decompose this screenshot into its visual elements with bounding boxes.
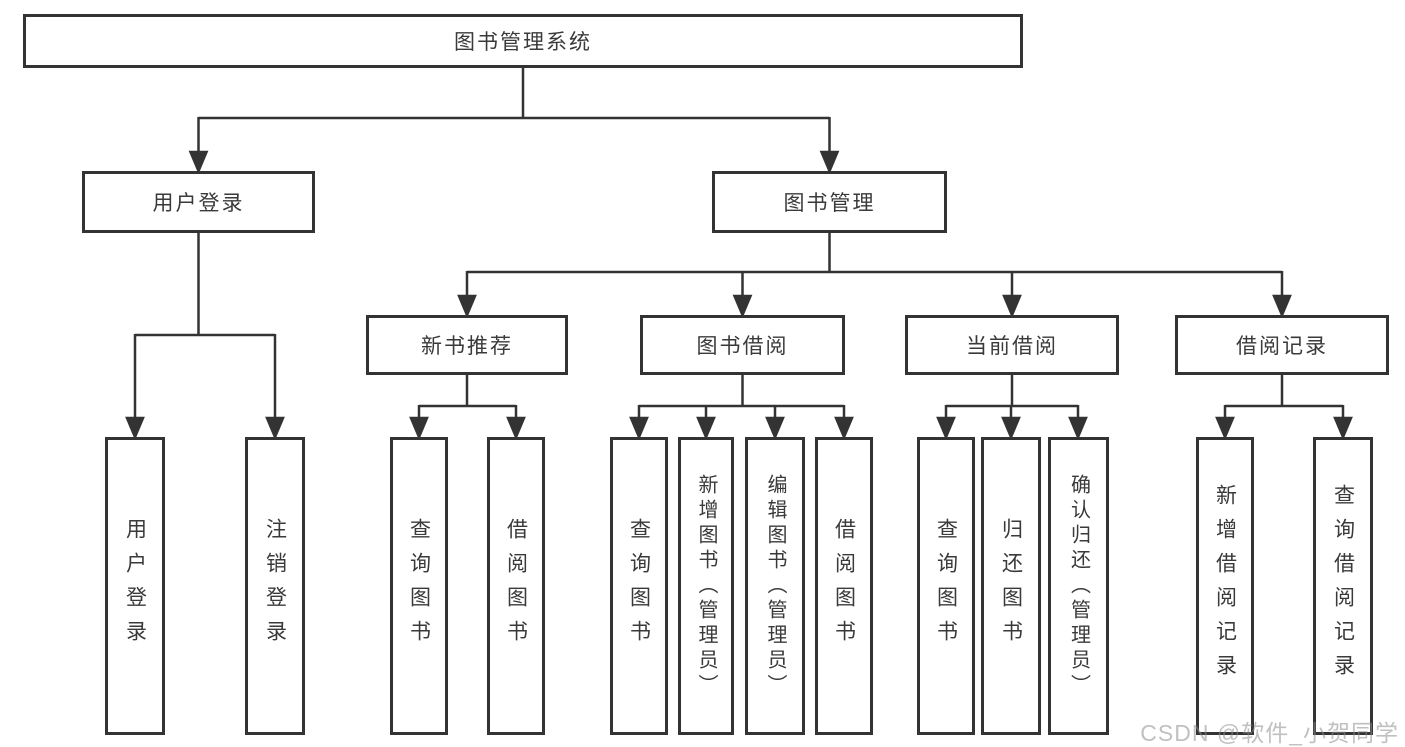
leaf-current-return-books: 归还图书	[981, 437, 1041, 735]
node-borrowing-records: 借阅记录	[1175, 315, 1389, 375]
node-label: 借阅记录	[1236, 335, 1328, 358]
leaf-label: 借阅图书	[504, 518, 528, 654]
leaf-label: 查询图书	[627, 518, 651, 654]
leaf-current-query-books: 查询图书	[917, 437, 975, 735]
leaf-borrowing-edit-books-admin: 编辑图书（管理员）	[745, 437, 805, 735]
leaf-recommend-borrow-books: 借阅图书	[487, 437, 545, 735]
leaf-borrowing-add-books-admin: 新增图书（管理员）	[678, 437, 734, 735]
leaf-label: 用户登录	[123, 518, 147, 654]
node-book-borrowing: 图书借阅	[640, 315, 845, 375]
leaf-borrowing-borrow-books: 借阅图书	[815, 437, 873, 735]
leaf-label: 新增借阅记录	[1213, 484, 1237, 688]
leaf-label: 查询借阅记录	[1331, 484, 1355, 688]
node-label: 图书管理系统	[454, 31, 592, 54]
leaf-logout: 注销登录	[245, 437, 305, 735]
node-current-borrowing: 当前借阅	[905, 315, 1119, 375]
leaf-borrowing-query-books: 查询图书	[610, 437, 668, 735]
leaf-records-add-borrow-record: 新增借阅记录	[1196, 437, 1254, 735]
csdn-watermark: CSDN @软件_小贺同学	[1140, 720, 1399, 746]
leaf-label: 借阅图书	[832, 518, 856, 654]
node-label: 用户登录	[152, 192, 245, 215]
node-label: 新书推荐	[421, 335, 513, 358]
leaf-records-query-borrow-record: 查询借阅记录	[1313, 437, 1373, 735]
node-book-management-system: 图书管理系统	[23, 14, 1023, 68]
node-label: 图书借阅	[696, 335, 789, 358]
leaf-label: 注销登录	[263, 518, 287, 654]
node-label: 当前借阅	[966, 335, 1058, 358]
leaf-label: 新增图书（管理员）	[695, 473, 717, 699]
leaf-label: 确认归还（管理员）	[1067, 473, 1090, 699]
leaf-label: 查询图书	[934, 518, 958, 654]
node-user-login: 用户登录	[82, 171, 315, 233]
node-label: 图书管理	[783, 192, 876, 215]
leaf-label: 查询图书	[407, 518, 431, 654]
leaf-label: 编辑图书（管理员）	[764, 473, 786, 699]
node-new-book-recommendation: 新书推荐	[366, 315, 568, 375]
leaf-recommend-query-books: 查询图书	[390, 437, 448, 735]
leaf-label: 归还图书	[999, 518, 1023, 654]
leaf-current-confirm-return-admin: 确认归还（管理员）	[1048, 437, 1109, 735]
node-book-management: 图书管理	[712, 171, 947, 233]
leaf-user-login: 用户登录	[105, 437, 165, 735]
